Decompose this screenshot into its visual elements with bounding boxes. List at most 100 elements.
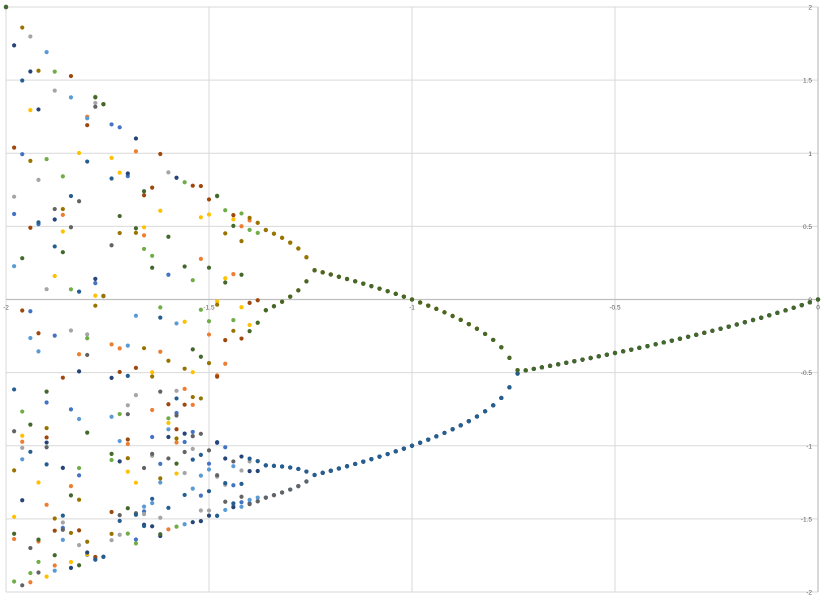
data-point — [190, 347, 195, 352]
data-point — [117, 459, 122, 464]
data-point — [150, 185, 155, 190]
data-point — [28, 309, 33, 314]
data-point — [190, 370, 195, 375]
data-point — [304, 255, 309, 260]
data-point — [255, 230, 260, 235]
data-point — [515, 368, 520, 373]
data-point — [247, 215, 252, 220]
data-point — [141, 512, 147, 517]
data-point — [141, 189, 147, 194]
data-point — [60, 212, 65, 217]
data-point — [150, 524, 155, 529]
data-point — [109, 451, 114, 456]
data-point — [36, 177, 41, 182]
data-point — [52, 553, 57, 558]
data-point — [361, 281, 366, 286]
data-point — [190, 520, 195, 525]
data-point — [304, 469, 309, 474]
data-point — [20, 25, 25, 30]
data-point — [507, 385, 512, 390]
data-point — [231, 501, 236, 506]
data-point — [783, 308, 788, 313]
data-point — [759, 315, 764, 320]
data-point — [158, 461, 163, 466]
data-point — [556, 362, 561, 367]
data-point — [296, 466, 301, 472]
data-point — [507, 355, 512, 361]
data-point — [44, 462, 49, 467]
data-point — [125, 531, 130, 536]
data-point — [304, 479, 309, 484]
data-point — [44, 502, 49, 507]
data-point — [271, 304, 277, 309]
data-point — [231, 328, 236, 333]
data-point — [125, 456, 130, 461]
data-point — [677, 336, 683, 341]
data-point — [223, 445, 228, 450]
data-point — [76, 563, 82, 568]
data-point — [288, 294, 293, 299]
data-point — [239, 211, 244, 216]
data-point — [150, 434, 155, 440]
data-point — [174, 321, 179, 326]
data-point — [263, 308, 268, 313]
data-point — [231, 272, 236, 277]
data-point — [133, 365, 139, 370]
data-point — [190, 394, 195, 400]
data-point — [263, 495, 268, 500]
data-point — [247, 227, 252, 232]
data-point — [669, 338, 674, 343]
data-point — [206, 212, 212, 217]
data-point — [239, 504, 244, 509]
data-point — [296, 288, 301, 293]
data-point — [685, 334, 691, 339]
data-point — [239, 481, 244, 486]
data-point — [109, 414, 114, 419]
data-point — [369, 457, 374, 462]
data-point — [28, 580, 33, 585]
data-point — [28, 225, 33, 230]
data-point — [20, 583, 25, 588]
data-point — [76, 150, 82, 156]
data-point — [44, 445, 49, 450]
data-point — [482, 409, 488, 414]
data-point — [174, 436, 179, 441]
data-point — [799, 303, 804, 308]
data-point — [150, 407, 155, 413]
data-point — [12, 429, 17, 434]
data-point — [426, 303, 431, 308]
data-point — [255, 468, 260, 474]
data-point — [52, 206, 57, 212]
data-point — [150, 370, 155, 375]
data-point — [742, 320, 748, 325]
data-point — [206, 508, 212, 513]
data-point — [718, 326, 723, 331]
data-point — [117, 532, 122, 537]
data-point — [401, 294, 406, 299]
data-point — [85, 550, 90, 555]
y-tick-label: 1 — [808, 151, 812, 158]
data-point — [117, 369, 122, 375]
data-point — [166, 456, 171, 461]
data-point — [271, 493, 277, 498]
data-point — [28, 545, 33, 551]
data-point — [68, 483, 74, 489]
data-point — [133, 480, 139, 485]
data-point — [174, 427, 179, 432]
data-point — [133, 537, 139, 542]
data-point — [93, 557, 98, 562]
data-point — [12, 387, 17, 392]
data-point — [344, 276, 350, 282]
data-point — [223, 280, 228, 285]
data-point — [117, 518, 122, 523]
data-point — [223, 361, 228, 366]
data-point — [312, 268, 317, 273]
data-point — [206, 197, 212, 202]
data-point — [166, 402, 171, 407]
data-point — [36, 107, 41, 112]
data-point — [68, 407, 74, 412]
data-point — [223, 276, 228, 281]
data-point — [85, 336, 90, 341]
data-point — [109, 155, 114, 160]
data-point — [231, 483, 236, 488]
